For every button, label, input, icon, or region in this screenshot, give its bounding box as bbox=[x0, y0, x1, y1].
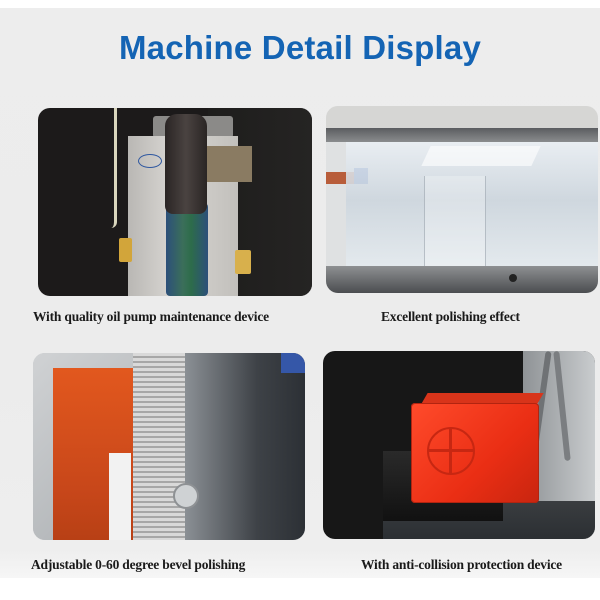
adjustment-nut bbox=[173, 483, 199, 509]
pump-nameplate bbox=[198, 146, 252, 182]
polishing-image bbox=[326, 106, 598, 293]
brass-fitting bbox=[235, 250, 251, 274]
page-title: Machine Detail Display bbox=[118, 29, 482, 66]
oil-pump-image bbox=[38, 108, 312, 296]
caption-anti-collision: With anti-collision protection device bbox=[361, 557, 562, 572]
oil-level-gauge bbox=[166, 203, 208, 296]
machine-bed bbox=[326, 266, 598, 293]
oil-tube bbox=[107, 108, 117, 228]
bolt-icon bbox=[509, 274, 517, 282]
bevel-image bbox=[33, 353, 305, 540]
crosshair-icon bbox=[427, 427, 475, 475]
caption-oil-pump: With quality oil pump maintenance device bbox=[33, 309, 269, 324]
caption-polishing: Excellent polishing effect bbox=[381, 309, 520, 324]
anti-collision-image bbox=[323, 351, 595, 539]
machine-rail bbox=[326, 128, 598, 142]
pump-handle bbox=[165, 114, 207, 214]
caption-bevel: Adjustable 0-60 degree bevel polishing bbox=[31, 557, 246, 572]
angle-scale bbox=[109, 453, 131, 540]
brand-logo-icon bbox=[138, 154, 162, 168]
polishing-belt bbox=[133, 353, 185, 540]
brass-fitting bbox=[119, 238, 132, 262]
